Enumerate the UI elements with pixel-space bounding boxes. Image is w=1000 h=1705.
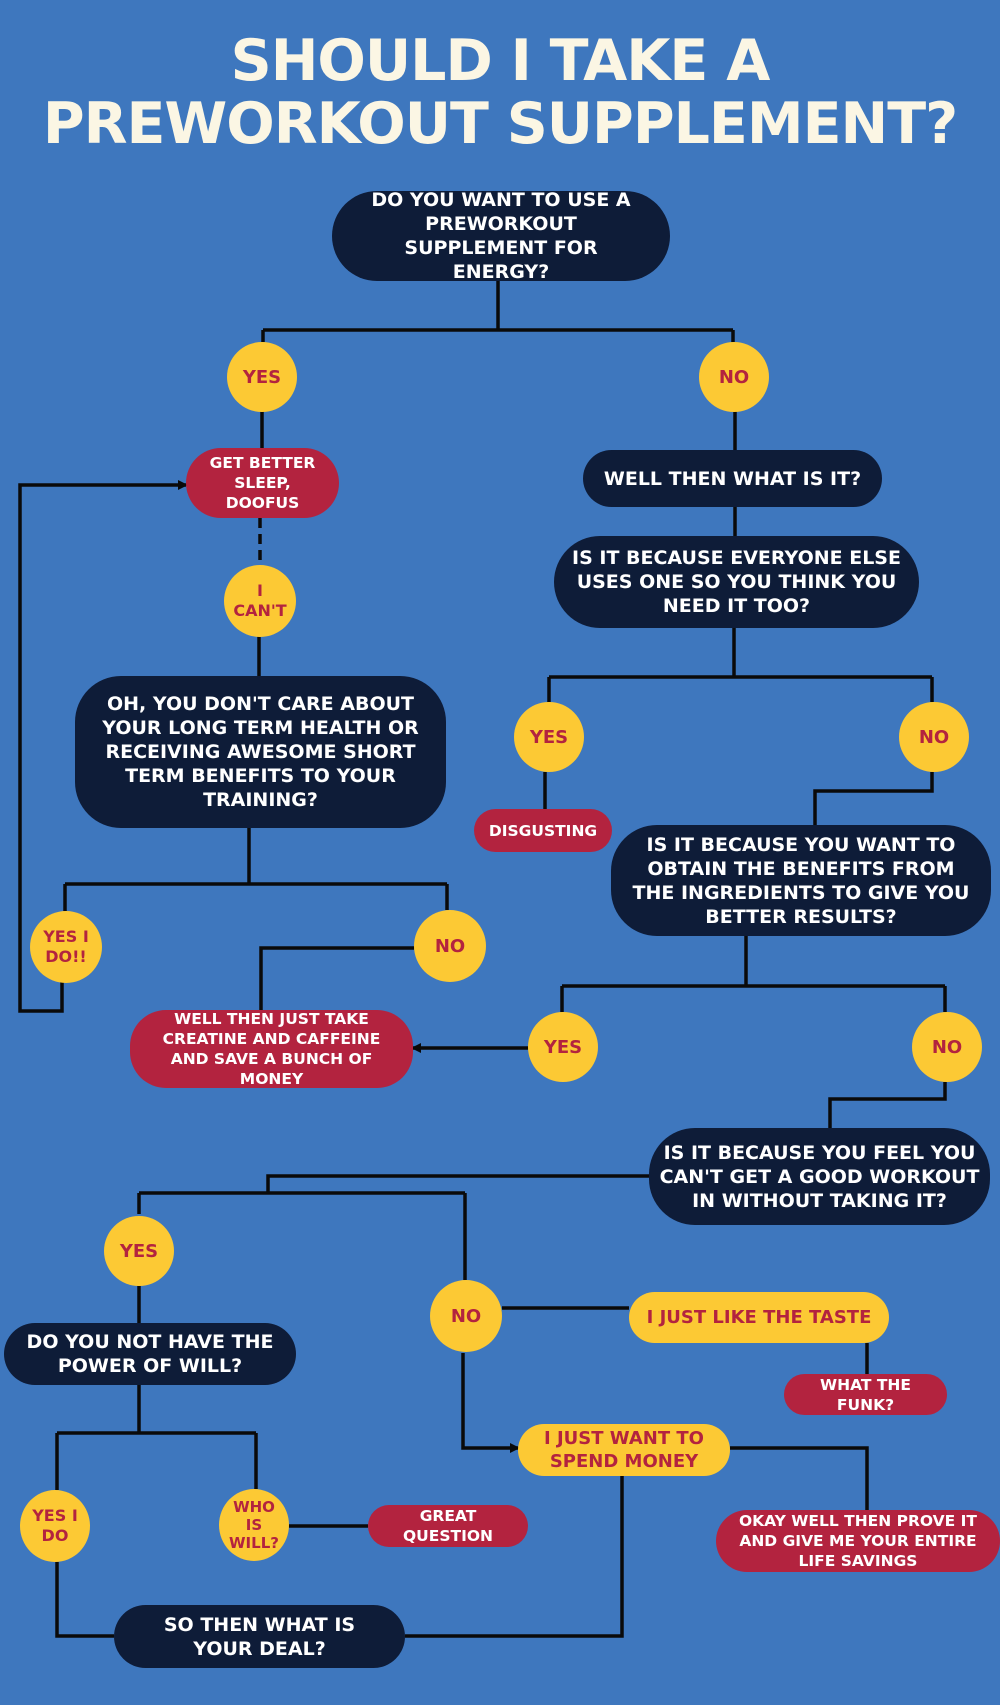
question-what-is-it: WELL THEN WHAT IS IT?	[583, 450, 882, 507]
choice-yes-i-do-loop: YES I DO!!	[30, 911, 102, 983]
answer-better-sleep: GET BETTER SLEEP, DOOFUS	[186, 448, 339, 518]
page-title: SHOULD I TAKE A PREWORKOUT SUPPLEMENT?	[0, 30, 1000, 156]
answer-creatine-caffeine: WELL THEN JUST TAKE CREATINE AND CAFFEIN…	[130, 1010, 413, 1088]
choice-yes-i-do: YES I DO	[20, 1490, 90, 1562]
choice-yes-benefits: YES	[528, 1012, 598, 1082]
choice-no-workout: NO	[430, 1280, 502, 1352]
title-line-2: PREWORKOUT SUPPLEMENT?	[42, 91, 958, 157]
choice-yes-energy: YES	[227, 342, 297, 412]
line-yes-i-do-deal	[55, 1562, 114, 1638]
answer-great-question: GREAT QUESTION	[368, 1505, 528, 1547]
question-whats-your-deal: SO THEN WHAT IS YOUR DEAL?	[114, 1605, 405, 1668]
answer-disgusting: DISGUSTING	[474, 809, 612, 852]
line-no-health-creatine	[259, 946, 414, 1010]
choice-no-benefits: NO	[912, 1012, 982, 1082]
choice-no-everyone: NO	[899, 702, 969, 772]
line-no-everyone-benefits	[813, 772, 934, 825]
answer-spend-money: I JUST WANT TO SPEND MONEY	[518, 1424, 730, 1476]
choice-yes-everyone: YES	[514, 702, 584, 772]
choice-no-health: NO	[414, 910, 486, 982]
question-ingredient-benefits: IS IT BECAUSE YOU WANT TO OBTAIN THE BEN…	[611, 825, 991, 936]
answer-like-the-taste: I JUST LIKE THE TASTE	[629, 1292, 889, 1343]
question-good-workout: IS IT BECAUSE YOU FEEL YOU CAN'T GET A G…	[649, 1128, 990, 1225]
title-line-1: SHOULD I TAKE A	[230, 28, 771, 94]
line-spend-savings	[730, 1446, 869, 1510]
line-yes-do-loop	[18, 480, 188, 1013]
line-no-workout-spend	[461, 1353, 520, 1453]
question-energy: DO YOU WANT TO USE A PREWORKOUT SUPPLEME…	[332, 189, 670, 283]
choice-who-is-will: WHO IS WILL?	[219, 1489, 289, 1561]
line-workout-left	[266, 1174, 649, 1193]
question-power-of-will: DO YOU NOT HAVE THE POWER OF WILL?	[4, 1323, 296, 1385]
choice-yes-workout: YES	[104, 1216, 174, 1286]
choice-i-cant: I CAN'T	[224, 565, 296, 637]
choice-no-energy: NO	[699, 342, 769, 412]
line-no-benefits-workout	[828, 1082, 947, 1128]
question-everyone-else: IS IT BECAUSE EVERYONE ELSE USES ONE SO …	[554, 536, 919, 628]
line-deal-spend	[405, 1442, 627, 1638]
answer-what-the-funk: WHAT THE FUNK?	[784, 1374, 947, 1415]
question-long-term-health: OH, YOU DON'T CARE ABOUT YOUR LONG TERM …	[75, 676, 446, 828]
answer-life-savings: OKAY WELL THEN PROVE IT AND GIVE ME YOUR…	[716, 1510, 1000, 1572]
